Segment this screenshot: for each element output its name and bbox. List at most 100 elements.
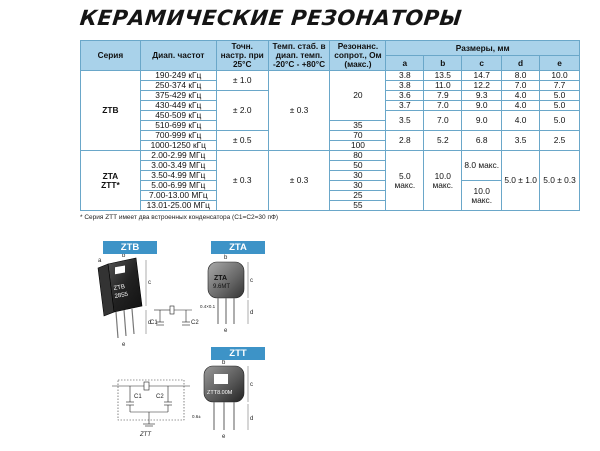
table-cell: 5.0 xyxy=(539,110,580,131)
table-cell: 20 xyxy=(329,70,387,121)
table-cell: 450-509 кГц xyxy=(139,110,217,121)
zta-marking-2: 9.6MT xyxy=(213,284,230,290)
footnote: * Серия ZTT имеет два встроенных конденс… xyxy=(80,214,279,221)
table-cell: 4.0 xyxy=(501,100,541,111)
table-cell: 5.0 xyxy=(539,90,580,101)
header-freq-range: Диап. частот xyxy=(139,40,217,71)
header-dim-e: e xyxy=(539,55,580,71)
ztb-diagram: ZTB 2855 c d a b e C1 C2 xyxy=(97,254,199,348)
ztb-dim-c: c xyxy=(148,280,151,286)
zta-tab: ZTA xyxy=(211,241,265,254)
ztb-dim-b: b xyxy=(122,254,126,259)
table-cell: 6.8 xyxy=(461,130,503,151)
table-cell: 50 xyxy=(329,160,387,171)
ztt-cap-c2: C2 xyxy=(156,394,164,400)
table-cell: ± 0.3 xyxy=(267,150,331,211)
ztb-marking-2: 2855 xyxy=(114,292,129,300)
ztt-marking: ZTT8.00M xyxy=(207,390,233,396)
ztt-cap-c1: C1 xyxy=(134,394,142,400)
table-cell: 8.0 xyxy=(501,70,541,81)
table-cell: 430-449 кГц xyxy=(139,100,217,111)
table-cell: 2.00-2.99 МГц xyxy=(139,150,217,161)
zta-dim-e: e xyxy=(224,328,228,334)
zta-dim-b: b xyxy=(224,255,228,261)
table-cell: 12.2 xyxy=(461,80,503,91)
table-cell: 190-249 кГц xyxy=(139,70,217,81)
ztt-tab: ZTT xyxy=(211,347,265,360)
page-title: КЕРАМИЧЕСКИЕ РЕЗОНАТОРЫ xyxy=(78,6,464,30)
zta-dim-c: c xyxy=(250,278,253,284)
table-cell: 5.0 макс. xyxy=(385,150,425,211)
ztt-schematic: C1 C2 ZTT xyxy=(112,379,190,438)
table-cell: 3.5 xyxy=(385,110,425,131)
table-cell: 7.9 xyxy=(423,90,463,101)
logo-icon xyxy=(115,265,125,275)
table-cell: 4.0 xyxy=(501,110,541,131)
ztb-dim-e: e xyxy=(122,342,126,348)
table-cell: 250-374 кГц xyxy=(139,80,217,91)
table-cell: 3.7 xyxy=(385,100,425,111)
table-cell: 5.00-6.99 МГц xyxy=(139,180,217,191)
logo-icon xyxy=(214,374,228,384)
header-series: Серия xyxy=(80,40,141,71)
series-zta: ZTA xyxy=(102,170,119,181)
table-cell: 30 xyxy=(329,170,387,181)
ztt-dim-d: d xyxy=(250,416,253,422)
ztt-lead-size: 0.6± xyxy=(192,414,201,419)
table-cell: 700-999 кГц xyxy=(139,130,217,141)
table-cell: 3.8 xyxy=(385,70,425,81)
table-cell: 25 xyxy=(329,190,387,201)
table-cell: 3.00-3.49 МГц xyxy=(139,160,217,171)
ztt-dim-c: c xyxy=(250,382,253,388)
table-cell: 3.8 xyxy=(385,80,425,91)
table-cell: 2.8 xyxy=(385,130,425,151)
table-cell: 3.6 xyxy=(385,90,425,101)
table-cell: 9.0 xyxy=(461,100,503,111)
series-zta-ztt: ZTA ZTT* xyxy=(80,150,141,211)
table-cell: ± 0.5 xyxy=(215,130,269,151)
spec-table: Серия Диап. частот Точн. настр. при 25°С… xyxy=(80,40,580,211)
header-dim-d: d xyxy=(501,55,541,71)
ztb-cap-c1: C1 xyxy=(150,320,158,326)
table-cell: 80 xyxy=(329,150,387,161)
ztt-dim-e: e xyxy=(222,434,226,440)
table-cell: 7.0 xyxy=(423,100,463,111)
table-cell: 10.0 макс. xyxy=(461,180,503,211)
table-cell: 1000-1250 кГц xyxy=(139,140,217,151)
table-cell: ± 1.0 xyxy=(215,70,269,91)
ztb-schematic xyxy=(154,305,192,326)
table-cell: 4.0 xyxy=(501,90,541,101)
table-cell: 510-699 кГц xyxy=(139,120,217,131)
zta-lead-size: 0.4×0.1 xyxy=(200,304,216,309)
table-cell: ± 0.3 xyxy=(215,150,269,211)
zta-marking-1: ZTA xyxy=(214,275,227,282)
table-cell: 3.50-4.99 МГц xyxy=(139,170,217,181)
table-cell: 11.0 xyxy=(423,80,463,91)
table-cell: 7.0 xyxy=(501,80,541,91)
table-cell: 7.00-13.00 МГц xyxy=(139,190,217,201)
ztt-diagram: ZTT8.00M 0.6± c d b e xyxy=(192,360,253,440)
table-cell: ± 0.3 xyxy=(267,70,331,151)
ztb-tab: ZTB xyxy=(103,241,157,254)
table-cell: 7.7 xyxy=(539,80,580,91)
table-cell: 13.5 xyxy=(423,70,463,81)
header-temp-stability: Темп. стаб. в диап. темп. -20°С - +80°С xyxy=(267,40,331,71)
ztb-cap-c2: C2 xyxy=(191,320,199,326)
table-cell: ± 2.0 xyxy=(215,90,269,131)
table-cell: 2.5 xyxy=(539,130,580,151)
table-cell: 5.0 ± 0.3 xyxy=(539,150,580,211)
ztb-marking-1: ZTB xyxy=(113,284,125,292)
ztt-schematic-label: ZTT xyxy=(139,432,152,438)
table-cell: 35 xyxy=(329,120,387,131)
table-cell: 70 xyxy=(329,130,387,141)
header-resistance: Резонанс. сопрот., Ом (макс.) xyxy=(329,40,387,71)
ztb-dim-a: a xyxy=(98,258,102,264)
table-cell: 9.3 xyxy=(461,90,503,101)
series-ztt: ZTT* xyxy=(101,179,120,190)
table-cell: 55 xyxy=(329,200,387,211)
ztt-dim-b: b xyxy=(222,360,226,366)
table-cell: 13.01-25.00 МГц xyxy=(139,200,217,211)
header-dimensions: Размеры, мм xyxy=(385,40,580,56)
table-cell: 10.0 макс. xyxy=(423,150,463,211)
series-ztb: ZTB xyxy=(80,70,141,151)
